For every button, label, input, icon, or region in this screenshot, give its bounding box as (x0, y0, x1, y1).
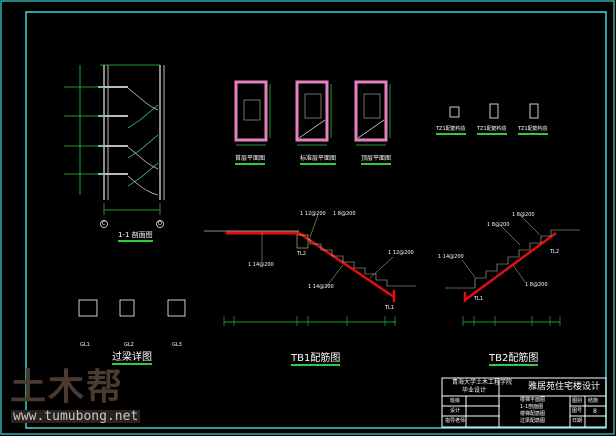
tb-label-category: 图别 (572, 398, 583, 404)
tb2-note-4: 1 8@200 (525, 282, 548, 288)
tb-drawing-name-2: 1-1剖面图 (520, 404, 544, 410)
tb2-beam-tl1: TL1 (474, 296, 484, 302)
floor-plans (234, 80, 391, 146)
tb1-note-2: 1 8@200 (333, 211, 356, 217)
plan-title-2: 标准层平面图 (300, 155, 337, 165)
tb-subtitle: 毕业设计 (462, 387, 487, 394)
tb1-note-4: 1 12@200 (388, 250, 414, 256)
lintel-details (78, 299, 186, 317)
tb-value-category: 结施 (588, 398, 599, 404)
column-title-2: TZ1配筋构造 (477, 126, 507, 135)
section-drawing (64, 64, 165, 228)
tb2-note-2: 1 8@200 (487, 222, 510, 228)
tb1-drawing (204, 214, 416, 326)
tb-school: 青海大学土木工程学院 (452, 379, 513, 386)
inner-frame (25, 11, 607, 429)
tb1-note-5: 1 14@200 (308, 284, 334, 290)
tb2-beam-tl2: TL2 (550, 249, 560, 255)
title-block (441, 377, 607, 428)
tb-project: 雅居苑住宅楼设计 (528, 382, 601, 392)
lintel-title: 过梁详图 (112, 352, 152, 365)
watermark-url: www.tumubong.net (11, 409, 141, 424)
section-title: 1-1 剖面图 (118, 231, 153, 242)
lintel-label-3: GL3 (172, 342, 182, 348)
tb1-beam-tl1: TL1 (385, 305, 395, 311)
tb2-note-3: 1 14@200 (438, 254, 464, 260)
axis-label-d: D (158, 221, 162, 227)
tb-drawing-name-3: 楼梯配筋图 (520, 411, 546, 417)
tb2-drawing (445, 214, 580, 326)
tb-drawing-name-1: 楼梯平面图 (520, 397, 546, 403)
tb1-note-1: 1 12@200 (300, 211, 326, 217)
watermark-logo: 土木帮 (10, 367, 125, 408)
tb2-note-1: 1 8@200 (512, 212, 535, 218)
tb-value-number: 8 (593, 408, 597, 415)
tb2-title: TB2配筋图 (489, 353, 539, 366)
axis-label-c: C (102, 221, 106, 227)
tb-label-class: 班级 (450, 398, 461, 404)
tb-label-advisor: 指导老师 (445, 418, 466, 424)
plan-title-3: 顶层平面图 (361, 155, 392, 165)
lintel-label-1: GL1 (80, 342, 90, 348)
column-details (449, 103, 539, 119)
column-title-3: TZ1配筋构造 (518, 126, 548, 135)
lintel-label-2: GL2 (124, 342, 134, 348)
tb1-beam-tl2: TL2 (297, 251, 307, 257)
tb-label-date: 日期 (572, 418, 583, 424)
tb1-title: TB1配筋图 (291, 353, 341, 366)
tb1-note-3: 1 14@200 (248, 262, 274, 268)
tb-label-design: 设计 (450, 408, 461, 414)
tb-drawing-name-4: 过梁配筋图 (520, 418, 546, 424)
plan-title-1: 首层平面图 (235, 155, 266, 165)
tb-label-number: 图号 (572, 408, 583, 414)
column-title-1: TZ1配筋构造 (436, 126, 466, 135)
